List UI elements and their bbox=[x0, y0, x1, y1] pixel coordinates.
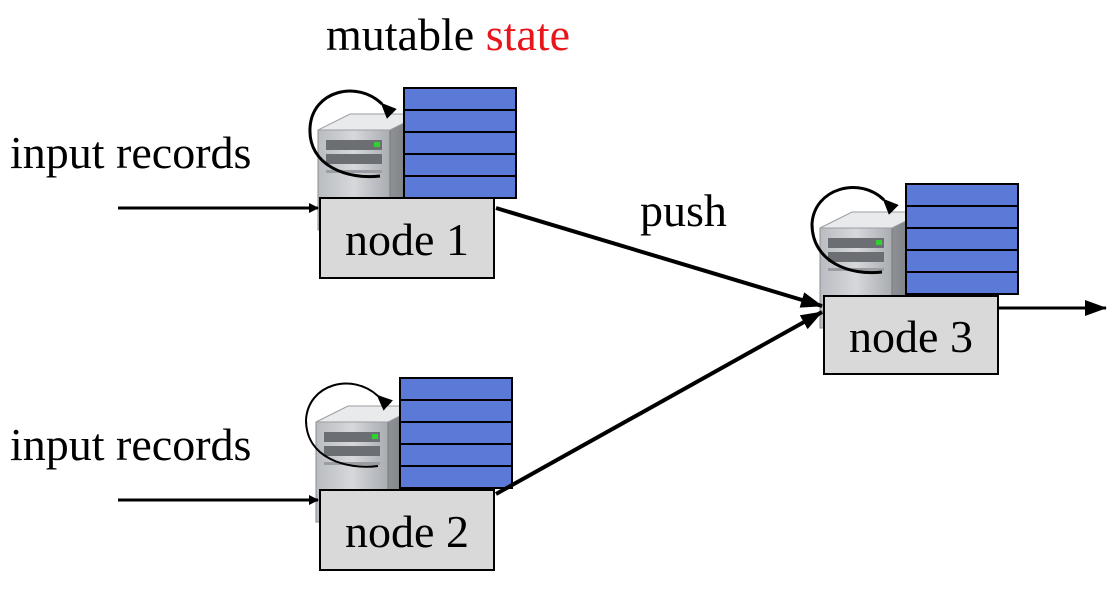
node-3-label-box bbox=[823, 295, 999, 375]
node-2: node 2 bbox=[304, 377, 513, 571]
cycle-arrow-icon bbox=[810, 186, 899, 275]
node-1-label-box bbox=[319, 197, 495, 279]
cycle-arrow-icon bbox=[304, 382, 394, 468]
state-stack-icon bbox=[403, 87, 517, 199]
title-state: state bbox=[486, 9, 570, 60]
node-1: node 1 bbox=[308, 87, 517, 279]
diagram-title: mutable state bbox=[326, 9, 570, 60]
title-mutable: mutable bbox=[326, 9, 474, 60]
node-3: node 3 bbox=[810, 183, 1019, 375]
state-stack-icon bbox=[905, 183, 1019, 295]
push-label: push bbox=[640, 185, 727, 236]
cycle-arrow-icon bbox=[308, 89, 397, 179]
input-records-label-1: input records bbox=[10, 127, 251, 178]
node-3-label: node 3 bbox=[849, 311, 973, 362]
state-stack-icon bbox=[399, 377, 513, 489]
node-2-label: node 2 bbox=[345, 506, 469, 557]
input-records-label-2: input records bbox=[10, 419, 251, 470]
push-arrow-1 bbox=[495, 206, 823, 308]
node-2-label-box bbox=[319, 489, 495, 571]
push-arrow-2 bbox=[495, 310, 823, 496]
node-1-label: node 1 bbox=[345, 214, 469, 265]
